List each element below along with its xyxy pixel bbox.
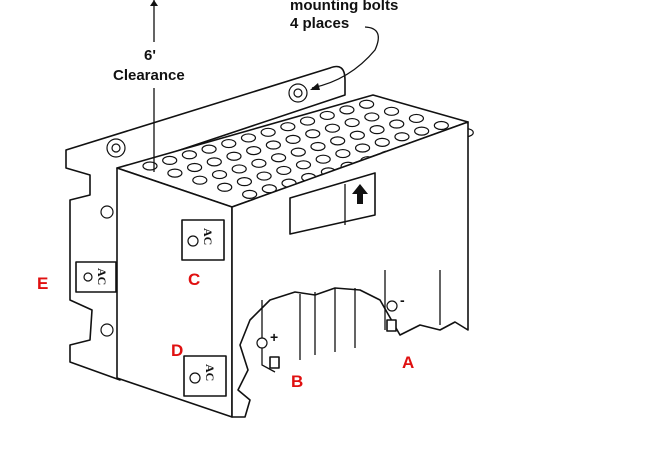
terminal-d: AC	[183, 355, 227, 397]
label-a: A	[402, 353, 415, 372]
vent-hole	[181, 150, 197, 160]
svg-text:-: -	[400, 292, 405, 308]
label-d: D	[171, 341, 184, 360]
vent-hole	[192, 175, 208, 185]
vent-hole	[299, 116, 316, 126]
vent-hole	[142, 161, 158, 171]
vent-hole	[217, 182, 233, 192]
clearance-value: 6'	[144, 47, 156, 64]
vent-hole	[236, 177, 253, 187]
vent-hole	[187, 162, 203, 173]
vent-hole	[324, 123, 341, 133]
terminal-e: AC	[75, 261, 117, 293]
bolt-icon	[106, 138, 126, 158]
svg-text:AC: AC	[95, 268, 109, 285]
vent-hole	[335, 148, 351, 159]
vent-hole	[231, 164, 247, 174]
vent-hole	[256, 171, 272, 181]
vent-hole	[295, 160, 312, 170]
vent-hole	[414, 126, 430, 136]
vent-hole	[162, 155, 178, 165]
vent-hole	[221, 138, 237, 149]
vent-hole	[394, 132, 410, 142]
vent-hole	[265, 140, 281, 150]
clearance-label: Clearance	[113, 67, 185, 84]
bolt-icon	[100, 205, 114, 219]
vent-hole	[364, 112, 380, 122]
vent-hole	[211, 169, 228, 180]
vent-hole	[251, 158, 267, 168]
svg-text:AC: AC	[203, 364, 217, 381]
vent-hole	[389, 119, 405, 129]
arrow-up-icon	[150, 0, 158, 6]
direction-label	[289, 172, 376, 235]
negative-terminal: -	[386, 292, 405, 332]
vent-hole	[260, 127, 276, 137]
label-e: E	[37, 274, 49, 293]
vent-hole	[339, 105, 355, 115]
arrow-up-icon	[352, 184, 368, 204]
vent-hole	[369, 125, 385, 135]
svg-text:+: +	[270, 329, 278, 345]
vent-hole	[167, 168, 183, 178]
vent-hole	[408, 113, 425, 124]
vent-hole	[349, 130, 365, 140]
vent-hole	[354, 143, 371, 153]
vent-hole	[359, 99, 375, 109]
vent-hole	[226, 151, 242, 161]
label-c: C	[188, 270, 201, 289]
vent-hole	[315, 154, 331, 164]
vent-hole	[280, 122, 296, 132]
vent-hole	[201, 144, 217, 154]
terminal-c: AC	[181, 219, 225, 261]
mounting-bolts-label: mounting bolts	[290, 0, 399, 14]
bolt-icon	[100, 323, 114, 337]
vent-hole	[206, 157, 222, 167]
vent-hole	[433, 120, 449, 131]
vent-hole	[305, 129, 321, 139]
vent-hole	[270, 153, 287, 163]
vent-hole	[344, 117, 360, 128]
vent-hole	[374, 137, 390, 147]
heatsink-internals	[261, 270, 441, 373]
vent-hole	[276, 165, 292, 176]
vent-hole	[242, 189, 258, 199]
positive-terminal: +	[256, 329, 280, 369]
vent-hole	[246, 146, 262, 156]
vent-hole	[285, 134, 301, 144]
vent-hole	[319, 110, 335, 121]
leader-line	[311, 26, 379, 89]
label-b: B	[291, 372, 304, 391]
vent-hole	[383, 106, 400, 116]
svg-text:AC: AC	[201, 228, 215, 245]
mounting-bolts-count: 4 places	[290, 15, 350, 32]
bolt-icon	[288, 83, 308, 103]
mounting-plate	[65, 65, 346, 381]
vent-hole	[330, 136, 346, 146]
vent-hole	[310, 141, 326, 152]
vent-hole	[240, 133, 257, 143]
vent-hole	[290, 147, 306, 157]
